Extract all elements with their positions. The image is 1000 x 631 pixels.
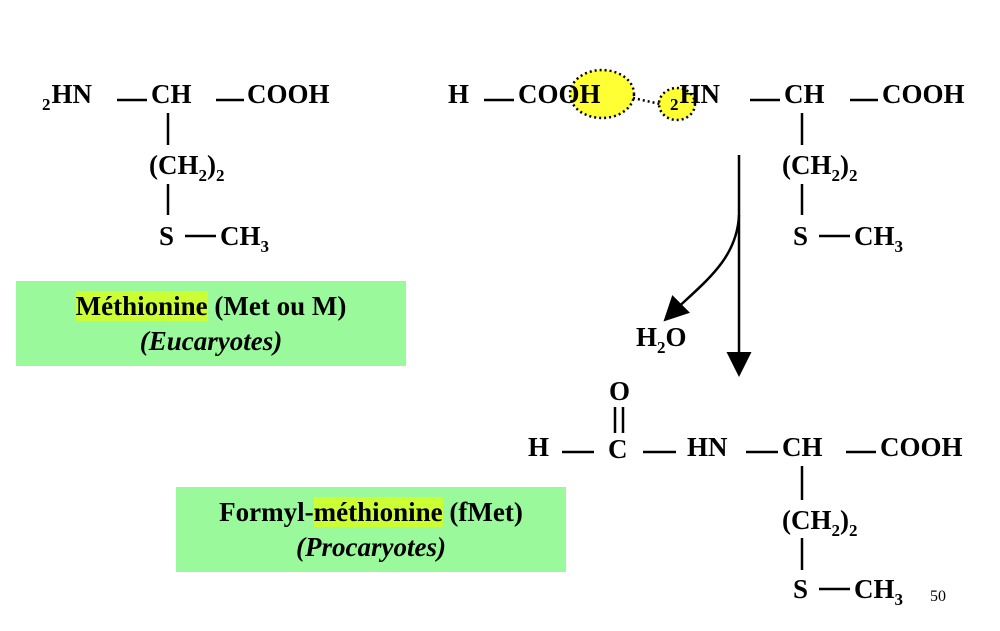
amino-subscript: 2 <box>670 95 679 114</box>
formyl-methionine-label-box: Formyl-méthionine (fMet) (Procaryotes) <box>176 487 566 572</box>
ch2-close: ) <box>840 150 849 180</box>
water-release-arrow <box>663 214 741 322</box>
amino-label: HN <box>51 79 93 109</box>
methionine-domain: (Eucaryotes) <box>139 326 283 356</box>
ch3-subscript: 3 <box>260 237 270 256</box>
ch2-label: (CH <box>149 150 199 180</box>
methionine-name: Méthionine <box>75 291 208 321</box>
formyl-prefix: Formyl- <box>219 497 314 527</box>
amino-subscript: 2 <box>42 95 51 114</box>
met-sulfur: S <box>159 221 175 251</box>
formyl-methionine-title: Formyl-méthionine (fMet) <box>176 495 566 530</box>
methionine-abbreviation: (Met ou M) <box>207 291 347 321</box>
fmet-methyl: CH3 <box>854 574 903 609</box>
ch2-subscript: 2 <box>831 166 841 185</box>
formyl-methionine-domain: (Procaryotes) <box>296 532 446 562</box>
ch2-subscript: 2 <box>198 166 208 185</box>
met2-ch2-group: (CH2)2 <box>782 150 858 185</box>
met2-amino-group: 2HN <box>670 79 721 114</box>
amino-label: HN <box>679 79 721 109</box>
condensation-link <box>632 96 661 106</box>
fmet-ch2-group: (CH2)2 <box>782 505 858 540</box>
met-amino-group: 2HN <box>42 79 93 114</box>
ch3-label: CH <box>854 574 895 604</box>
fmet-carboxyl: COOH <box>880 432 963 462</box>
met2-alpha-carbon: CH <box>784 79 825 109</box>
ch2-multiplier: 2 <box>216 166 225 185</box>
fmet-formyl-hydrogen: H <box>528 432 550 462</box>
formic-carboxyl: COOH <box>518 79 601 109</box>
ch3-subscript: 3 <box>894 237 904 256</box>
ch2-close: ) <box>840 505 849 535</box>
fmet-formyl-carbon: C <box>608 434 628 464</box>
page-number: 50 <box>930 588 946 605</box>
met-alpha-carbon: CH <box>151 79 192 109</box>
ch2-close: ) <box>207 150 216 180</box>
oh-highlight <box>568 68 636 120</box>
methionine-title: Méthionine (Met ou M) <box>16 289 406 324</box>
h-highlight <box>657 86 697 122</box>
ch3-subscript: 3 <box>894 590 904 609</box>
water-h-subscript: 2 <box>657 338 666 357</box>
ch2-multiplier: 2 <box>849 521 858 540</box>
met-ch2-group: (CH2)2 <box>149 150 225 185</box>
formyl-methionine-name: méthionine <box>313 497 443 527</box>
water-h: H <box>636 322 658 352</box>
met2-sulfur: S <box>793 221 809 251</box>
fmet-carbonyl-oxygen: O <box>609 376 631 406</box>
water-o: O <box>665 322 687 352</box>
fmet-amide-nitrogen: HN <box>687 432 728 462</box>
formic-hydrogen: H <box>448 79 470 109</box>
met-methyl: CH3 <box>220 221 269 256</box>
water-product: H2O <box>636 322 687 357</box>
met2-carboxyl: COOH <box>882 79 965 109</box>
fmet-sulfur: S <box>793 574 809 604</box>
ch2-multiplier: 2 <box>849 166 858 185</box>
ch3-label: CH <box>854 221 895 251</box>
formyl-methionine-abbreviation: (fMet) <box>442 497 523 527</box>
methionine-label-box: Méthionine (Met ou M) (Eucaryotes) <box>16 281 406 366</box>
met-carboxyl: COOH <box>247 79 330 109</box>
fmet-alpha-carbon: CH <box>782 432 823 462</box>
ch2-label: (CH <box>782 505 832 535</box>
ch2-subscript: 2 <box>831 521 841 540</box>
met2-methyl: CH3 <box>854 221 903 256</box>
ch2-label: (CH <box>782 150 832 180</box>
ch3-label: CH <box>220 221 261 251</box>
